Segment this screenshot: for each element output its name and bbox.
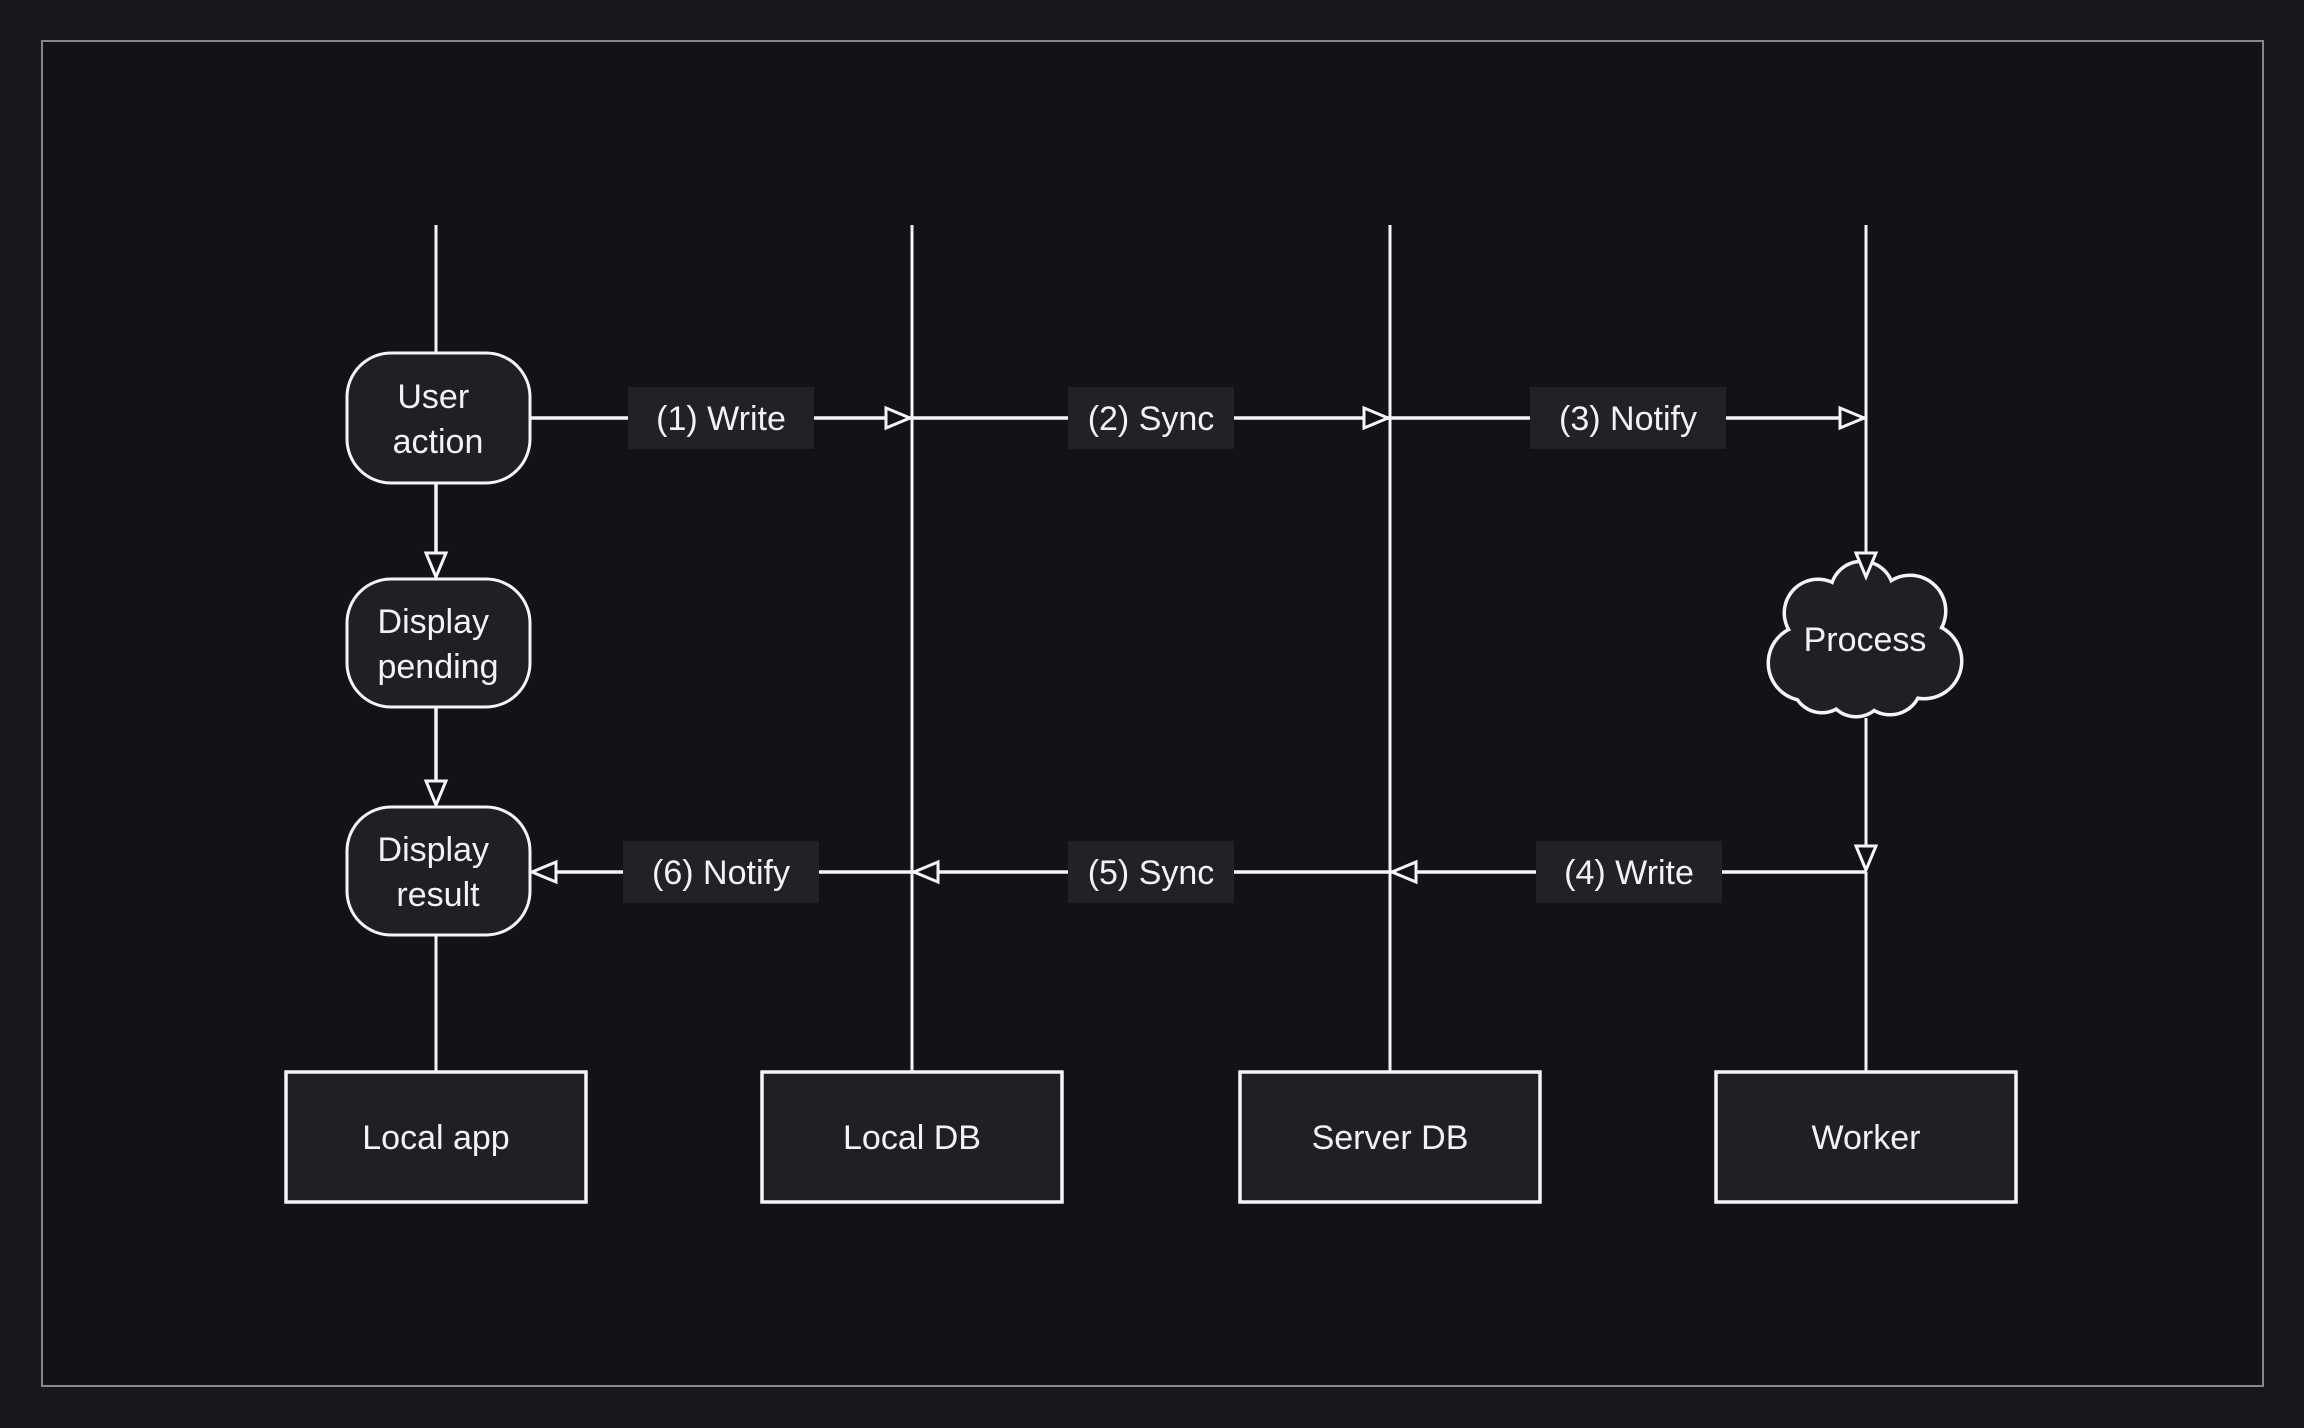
svg-text:Display result: Display result [378, 831, 499, 914]
local-app-label: Local app [362, 1119, 509, 1157]
message-3-text: (3) Notify [1559, 400, 1697, 438]
process-label: Process [1804, 621, 1927, 659]
display-result-shape [345, 805, 532, 937]
user-action-shape [345, 351, 532, 485]
actor-box-local-db: Local DB [760, 1070, 1064, 1204]
arrowhead-write-right-icon [884, 405, 914, 431]
arrowheads [423, 405, 1879, 885]
arrowhead-cloud-to-return-icon [1853, 844, 1879, 874]
display-pending-label-line2: pending [377, 648, 498, 686]
message-label-5-sync: (5) Sync [1068, 841, 1234, 903]
node-display-pending: Display pending [345, 577, 532, 709]
arrowhead-notify-right-icon [1838, 405, 1868, 431]
message-1-chip [628, 387, 814, 449]
node-user-action: User action [345, 351, 532, 485]
actor-box-local-app: Local app [284, 1070, 588, 1204]
local-db-shape [760, 1070, 1064, 1204]
message-label-4-write: (4) Write [1536, 841, 1722, 903]
message-3-chip [1530, 387, 1726, 449]
message-2-chip [1068, 387, 1234, 449]
message-5-chip [1068, 841, 1234, 903]
message-label-3-notify: (3) Notify [1530, 387, 1726, 449]
message-1-text: (1) Write [656, 400, 786, 438]
display-result-label-line1: Display [378, 831, 489, 869]
message-label-2-sync: (2) Sync [1068, 387, 1234, 449]
message-2-text: (2) Sync [1088, 400, 1215, 438]
server-db-label: Server DB [1312, 1119, 1469, 1157]
arrowhead-notify-left-icon [528, 859, 558, 885]
message-5-text: (5) Sync [1088, 854, 1215, 892]
worker-shape [1714, 1070, 2018, 1204]
arrowhead-pending-to-result-icon [423, 779, 449, 809]
display-pending-shape [345, 577, 532, 709]
node-process: Process [1766, 559, 1964, 719]
server-db-shape [1238, 1070, 1542, 1204]
actor-box-server-db: Server DB [1238, 1070, 1542, 1204]
display-result-label-line2: result [396, 876, 480, 914]
message-label-1-write: (1) Write [628, 387, 814, 449]
cloud-body [1770, 563, 1960, 715]
arrowhead-write-left-icon [1388, 859, 1418, 885]
arrowhead-user-to-pending-icon [423, 551, 449, 581]
local-db-label: Local DB [843, 1119, 981, 1157]
message-4-text: (4) Write [1564, 854, 1694, 892]
user-action-label-line1: User [397, 378, 469, 416]
arrowhead-sync-left-icon [910, 859, 940, 885]
lifelines [434, 225, 1868, 1072]
message-label-6-notify: (6) Notify [623, 841, 819, 903]
actor-box-worker: Worker [1714, 1070, 2018, 1204]
display-pending-label-line1: Display [378, 603, 489, 641]
user-action-label-line2: action [393, 423, 484, 461]
worker-label: Worker [1812, 1119, 1921, 1157]
message-4-chip [1536, 841, 1722, 903]
svg-text:Display pending: Display pending [377, 603, 498, 686]
message-6-text: (6) Notify [652, 854, 790, 892]
node-display-result: Display result [345, 805, 532, 937]
arrowhead-into-cloud-icon [1853, 551, 1879, 581]
svg-text:User action: User action [393, 378, 484, 461]
local-app-shape [284, 1070, 588, 1204]
arrowhead-sync-right-icon [1362, 405, 1392, 431]
message-labels: (1) Write (2) Sync (3) Notify (4) Write … [623, 387, 1726, 903]
message-6-chip [623, 841, 819, 903]
